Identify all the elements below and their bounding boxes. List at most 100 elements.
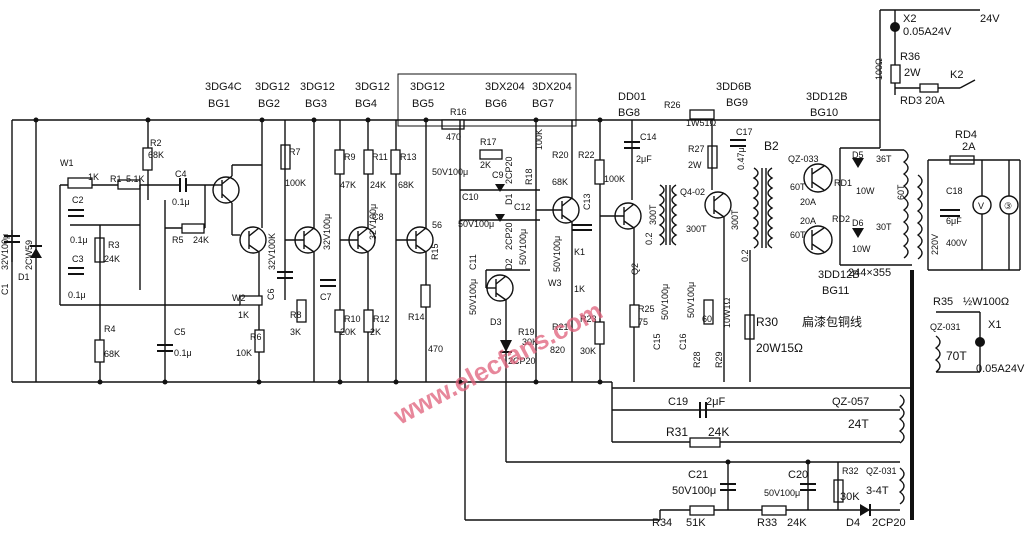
r29-value: 10W1Ω [722,297,732,328]
r4-value: 68K [104,349,120,359]
bg8-type: DD01 [618,91,646,103]
r6-label: R6 [250,332,262,342]
r2-resistor [142,147,153,171]
r10-resistor [334,309,345,333]
ammeter-label: ③ [1004,201,1012,211]
r23-value: 30K [580,346,596,356]
r36-label: R36 [900,51,920,63]
r27-label: R27 [688,144,705,154]
bg6-type: 3DX204 [485,81,525,93]
r12-label: R12 [373,314,390,324]
lamp-x1: R35 ½W100Ω QZ-031 70T X1 0.05A24V [930,296,1025,375]
r13-resistor [390,149,401,175]
r30-value: 20W15Ω [756,341,803,355]
bg4-label: BG4 [355,98,377,110]
r31-resistor [689,437,721,448]
r36-resistor [890,64,901,84]
r33-value: 24K [787,517,807,529]
bg2-type: 3DG12 [255,81,290,93]
r28-resistor [703,299,714,325]
bg9-transistor [704,191,732,219]
v24-label: 24V [980,13,1000,25]
c1-d1-input: C1 32V100μ 2CW59 D1 [0,120,42,382]
bg7-label: BG7 [532,98,554,110]
bg1-input-network: W1 1K R1 5.1K C4 0.1μ C2 0.1μ C3 0.1μ R3… [59,120,240,382]
r14-resistor [420,284,431,308]
w2-value: 1K [238,310,249,320]
x1-lamp [975,337,985,347]
r7-label: R7 [289,147,301,157]
c21-label: C21 [688,469,708,481]
indicator-supply: X2 0.05A24V 24V R36 2W 100Ω K2 RD3 20A [874,10,1000,107]
voltmeter-label: V [978,201,984,211]
r9-resistor [334,149,345,175]
c1-value: 32V100μ [0,234,10,270]
r35-label: R35 [933,296,953,308]
output-stage: 3DD12B BG10 QZ-033 60T 60T 20A 20A RD1 R… [788,91,912,297]
bg7-type: 3DX204 [532,81,572,93]
q4-label: Q4-02 [680,187,705,197]
r28-label: R28 [692,351,702,368]
r18-label: R18 [524,168,534,185]
r2-value: 68K [148,150,164,160]
w1-pot [67,177,93,189]
r1-value: 5.1K [126,174,145,184]
bg8-bg9-driver: DD01 BG8 C14 2μF Q2 0.2 R25 75 C15 50V10… [600,81,862,382]
r4-resistor [94,339,105,363]
r1-label: R1 [110,174,122,184]
r14-value: 470 [428,344,443,354]
r26-resistor [689,109,715,120]
c5-value: 0.1μ [174,348,192,358]
bg11-transistor [803,225,833,255]
r9-label: R9 [344,152,356,162]
x1-label: X1 [988,319,1001,331]
transformer-size: 244×355 [848,267,891,279]
c18-label: C18 [946,186,963,196]
c18-voltage: 400V [946,238,967,248]
r11-value: 24K [370,180,386,190]
t36-label: 36T [876,154,892,164]
q5-label: 0.2 [740,249,750,262]
r4-label: R4 [104,324,116,334]
t30-label: 30T [876,222,892,232]
c-50v100-label-2: 50V100μ [552,236,562,272]
r14-label: R14 [408,312,425,322]
r6-value: 10K [236,348,252,358]
r12-value: 2K [370,327,381,337]
d1-2-label: D1 [504,193,514,205]
c11-value: 50V100μ [468,279,478,315]
r9-value: 47K [340,180,356,190]
a20a-label: 20A [800,197,816,207]
bg10-type: 3DD12B [806,91,848,103]
r13-label: R13 [400,152,417,162]
t60-label: 60T [896,184,906,200]
b2-label: B2 [764,139,779,153]
bg8-label: BG8 [618,107,640,119]
r19-value: 30K [522,337,538,347]
c1-label: C1 [0,283,10,295]
t300-label: 300T [686,224,707,234]
w1-label: W1 [60,158,74,168]
r16-label: R16 [450,107,467,117]
r22-resistor [594,159,605,185]
r6-resistor [254,329,265,353]
r15-label: R15 [430,243,440,260]
bg1-label: BG1 [208,98,230,110]
bg2-label: BG2 [258,98,280,110]
d4-value: 2CP20 [872,517,906,529]
r35-value: ½W100Ω [963,296,1009,308]
c17-label: C17 [736,127,753,137]
feedback-network: QZ-057 24T C19 2μF R31 24K C21 50V100μ C… [464,382,906,529]
t60a-label: 60T [790,182,806,192]
c14-value: 2μF [636,154,652,164]
bg9-type: 3DD6B [716,81,751,93]
c19-value: 2μF [706,396,725,408]
c2-label: C2 [72,195,84,205]
r25-resistor [629,304,640,328]
qz031b-label: QZ-031 [866,466,897,476]
q2-label: Q2 [630,263,640,275]
rd3-fuse [919,83,939,93]
r22-value: 100K [604,174,625,184]
r12-resistor [363,309,374,333]
c15-value: 50V100μ [660,284,670,320]
